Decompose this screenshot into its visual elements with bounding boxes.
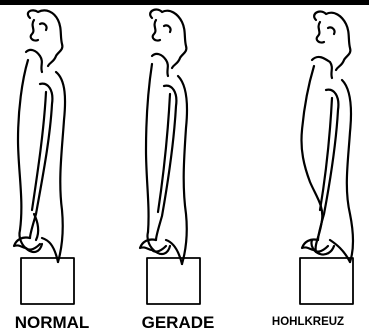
box-hohlkreuz <box>300 258 353 304</box>
figure-gerade-head <box>150 10 186 68</box>
figure-gerade-front <box>178 76 187 264</box>
box-gerade <box>147 258 200 304</box>
figure-hohlkreuz-back <box>301 66 322 252</box>
figure-normal-front <box>56 72 65 262</box>
figure-normal-back <box>18 60 28 230</box>
label-hohlkreuz: HOHLKREUZ <box>248 316 368 328</box>
figure-gerade-arm <box>156 86 176 240</box>
label-gerade: GERADE <box>128 313 228 333</box>
figure-hohlkreuz-head <box>314 12 350 70</box>
figure-gerade <box>140 10 200 304</box>
figure-hohlkreuz-front <box>342 80 353 262</box>
figure-gerade-back <box>146 64 152 232</box>
figure-normal-head <box>28 10 63 66</box>
label-normal: NORMAL <box>2 313 102 333</box>
box-normal <box>21 258 74 304</box>
figure-normal <box>14 10 74 304</box>
figure-hohlkreuz <box>300 12 353 304</box>
figure-hohlkreuz-arm <box>318 90 338 240</box>
